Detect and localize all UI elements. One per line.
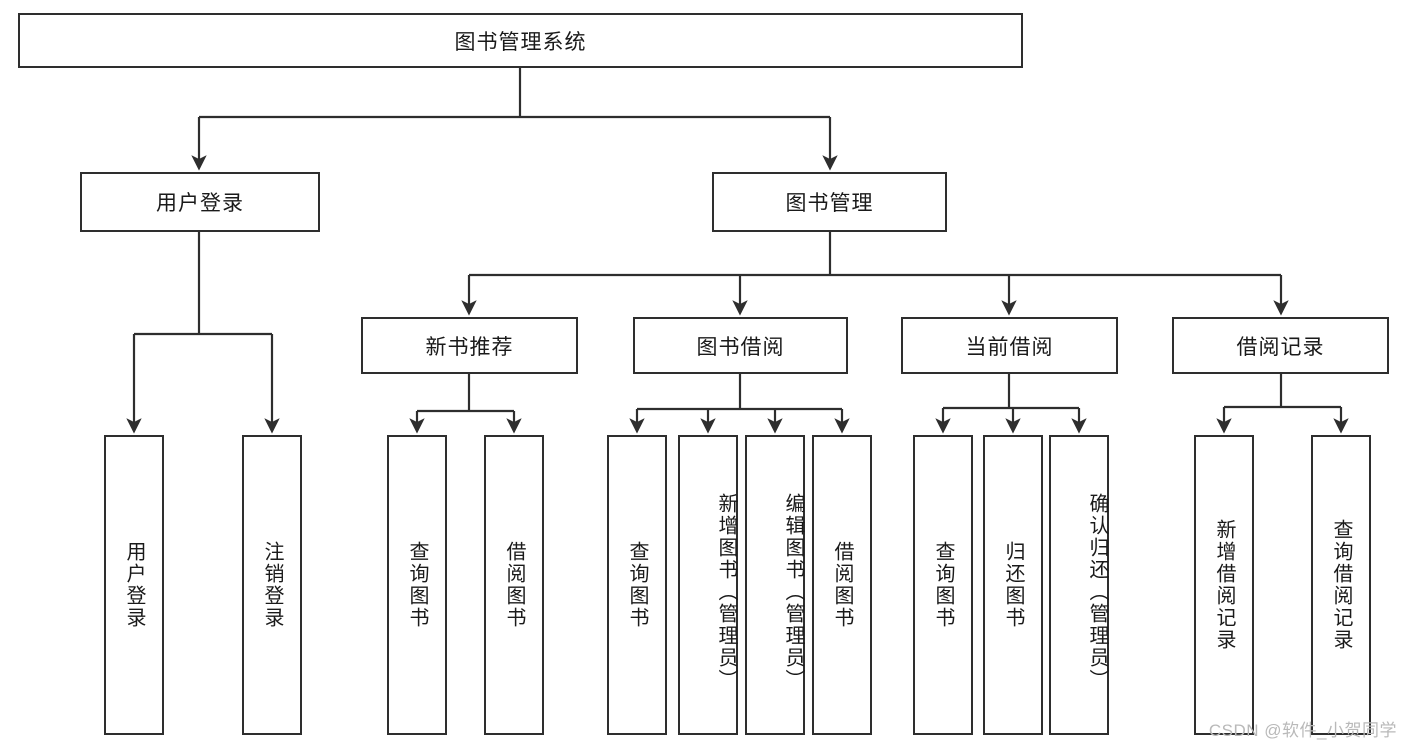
node-user-login-label: 用户登录	[156, 192, 244, 215]
node-leaf-query-book-current[interactable]: 查询图书	[913, 435, 973, 735]
node-user-login[interactable]: 用户登录	[80, 172, 320, 232]
node-leaf-query-book-borrow-label: 查询图书	[626, 541, 648, 629]
node-book-borrow-label: 图书借阅	[696, 335, 785, 359]
node-book-borrow[interactable]: 图书借阅	[633, 317, 848, 374]
node-leaf-borrow-book-recommend-label: 借阅图书	[503, 541, 525, 629]
node-leaf-add-borrow-record[interactable]: 新增借阅记录	[1194, 435, 1254, 735]
node-root-label: 图书管理系统	[454, 30, 587, 54]
node-leaf-user-login[interactable]: 用户登录	[104, 435, 164, 735]
node-current-borrow[interactable]: 当前借阅	[901, 317, 1118, 374]
node-leaf-borrow-book[interactable]: 借阅图书	[812, 435, 872, 735]
node-borrow-record[interactable]: 借阅记录	[1172, 317, 1389, 374]
node-root[interactable]: 图书管理系统	[18, 13, 1023, 68]
node-leaf-query-book-borrow[interactable]: 查询图书	[607, 435, 667, 735]
node-leaf-query-book-recommend[interactable]: 查询图书	[387, 435, 447, 735]
node-leaf-logout-label: 注销登录	[261, 541, 283, 629]
node-leaf-query-borrow-record[interactable]: 查询借阅记录	[1311, 435, 1371, 735]
node-borrow-record-label: 借阅记录	[1236, 335, 1325, 359]
node-book-management[interactable]: 图书管理	[712, 172, 947, 232]
node-leaf-add-book-admin[interactable]: 新增图书（管理员）	[678, 435, 738, 735]
node-leaf-confirm-return-admin-label: 确认归还（管理员）	[1086, 493, 1108, 691]
node-leaf-edit-book-admin[interactable]: 编辑图书（管理员）	[745, 435, 805, 735]
node-leaf-edit-book-admin-label: 编辑图书（管理员）	[782, 493, 804, 691]
csdn-watermark: CSDN @软件_小贺同学	[1208, 721, 1397, 740]
node-leaf-borrow-book-recommend[interactable]: 借阅图书	[484, 435, 544, 735]
node-leaf-return-book-label: 归还图书	[1002, 541, 1024, 629]
node-leaf-borrow-book-label: 借阅图书	[831, 541, 853, 629]
node-leaf-query-borrow-record-label: 查询借阅记录	[1330, 519, 1352, 651]
node-leaf-add-borrow-record-label: 新增借阅记录	[1213, 519, 1235, 651]
node-book-management-label: 图书管理	[785, 192, 874, 215]
node-new-book-recommend-label: 新书推荐	[425, 335, 514, 359]
node-leaf-confirm-return-admin[interactable]: 确认归还（管理员）	[1049, 435, 1109, 735]
node-leaf-query-book-current-label: 查询图书	[932, 541, 954, 629]
node-new-book-recommend[interactable]: 新书推荐	[361, 317, 578, 374]
node-current-borrow-label: 当前借阅	[965, 335, 1054, 359]
node-leaf-logout[interactable]: 注销登录	[242, 435, 302, 735]
node-leaf-return-book[interactable]: 归还图书	[983, 435, 1043, 735]
node-leaf-add-book-admin-label: 新增图书（管理员）	[715, 493, 737, 691]
node-leaf-user-login-label: 用户登录	[123, 541, 145, 629]
node-leaf-query-book-recommend-label: 查询图书	[406, 541, 428, 629]
